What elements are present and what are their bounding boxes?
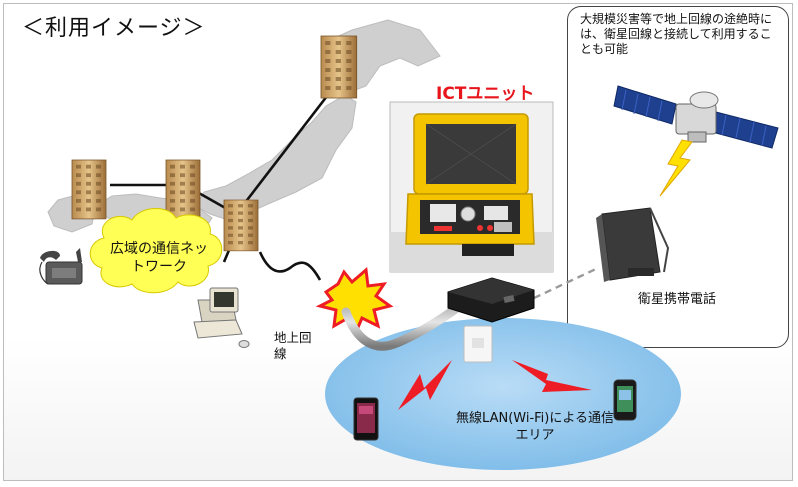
ict-unit-case-icon <box>389 101 554 273</box>
lightning-icon <box>659 139 693 197</box>
lightning-icon <box>398 360 452 410</box>
network-cloud <box>89 208 223 294</box>
lightning-icon <box>512 360 592 392</box>
ict-unit-title: ICTユニット <box>436 84 535 104</box>
satellite-note-text: 大規模災害等で地上回線の途絶時には、衛星回線と接続して利用することも可能 <box>580 12 773 56</box>
wired-line-tube-front <box>341 293 475 351</box>
smartphone-icon <box>613 379 637 421</box>
access-point-icon <box>463 325 493 363</box>
satellite-note-box <box>567 6 789 348</box>
smartphone-icon <box>353 397 379 441</box>
wired-line-label: 地上回線 <box>274 330 312 361</box>
wired-link-to-ict <box>258 251 322 281</box>
satellite-icon <box>613 85 779 149</box>
satellite-phone-icon <box>596 207 670 282</box>
wifi-area <box>325 318 681 470</box>
page-title: ＜利用イメージ＞ <box>22 16 206 41</box>
network-cloud-label: 広域の通信ネットワーク <box>110 241 208 275</box>
ict-unit-box-icon <box>447 277 535 323</box>
wifi-area-label: 無線LAN(Wi-Fi)による通信エリア <box>456 411 614 443</box>
computer-icon <box>193 287 250 348</box>
telephone-icon <box>39 248 83 285</box>
disconnection-burst-icon <box>315 267 394 336</box>
satellite-phone-label: 衛星携帯電話 <box>638 292 717 307</box>
